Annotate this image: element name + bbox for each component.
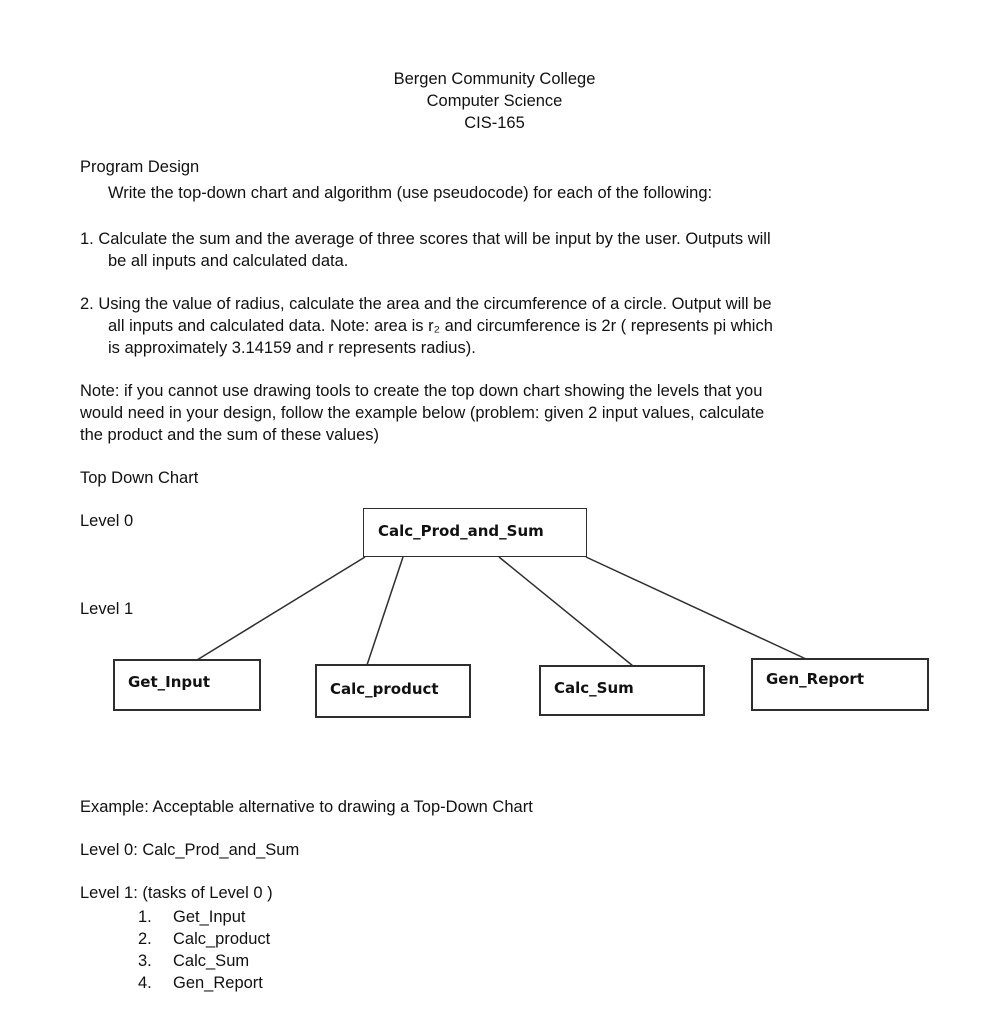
connector-line-calc-sum xyxy=(498,556,634,667)
example-level-0-line: Level 0: Calc_Prod_and_Sum xyxy=(80,841,300,859)
box-calc-prod-and-sum: Calc_Prod_and_Sum xyxy=(363,508,587,557)
header-college-name: Bergen Community College xyxy=(393,70,596,88)
task-4-label: Gen_Report xyxy=(173,974,263,992)
problem-2-line-3: is approximately 3.14159 and r represent… xyxy=(108,339,476,357)
box-calc-sum: Calc_Sum xyxy=(539,665,705,716)
task-3-label: Calc_Sum xyxy=(173,952,250,970)
box-gen-report: Gen_Report xyxy=(751,658,929,711)
task-4-number: 4. xyxy=(138,974,152,992)
diagram-title: Top Down Chart xyxy=(80,469,199,487)
box-get-input: Get_Input xyxy=(113,659,261,711)
header-department: Computer Science xyxy=(426,92,563,110)
connector-line-calc-product xyxy=(366,556,404,666)
box-calc-product: Calc_product xyxy=(315,664,471,718)
task-2-label: Calc_product xyxy=(173,930,271,948)
task-1-number: 1. xyxy=(138,908,152,926)
problem-1-line-1: 1. Calculate the sum and the average of … xyxy=(80,230,771,248)
connector-line-gen-report xyxy=(585,556,807,660)
note-line-2: would need in your design, follow the ex… xyxy=(80,404,765,422)
task-1-label: Get_Input xyxy=(173,908,246,926)
connector-line-get-input xyxy=(196,556,366,661)
level-0-label: Level 0 xyxy=(80,512,134,530)
problem-2-line-1: 2. Using the value of radius, calculate … xyxy=(80,295,772,313)
header-course-code: CIS-165 xyxy=(464,114,525,132)
instruction-line: Write the top-down chart and algorithm (… xyxy=(108,184,713,202)
note-line-3: the product and the sum of these values) xyxy=(80,426,380,444)
task-3-number: 3. xyxy=(138,952,152,970)
note-line-1: Note: if you cannot use drawing tools to… xyxy=(80,382,763,400)
problem-2-line-2: all inputs and calculated data. Note: ar… xyxy=(108,317,773,335)
example-level-1-line: Level 1: (tasks of Level 0 ) xyxy=(80,884,273,902)
task-2-number: 2. xyxy=(138,930,152,948)
level-1-label: Level 1 xyxy=(80,600,134,618)
section-title: Program Design xyxy=(80,158,200,176)
example-title: Example: Acceptable alternative to drawi… xyxy=(80,798,533,816)
problem-1-line-2: be all inputs and calculated data. xyxy=(108,252,349,270)
